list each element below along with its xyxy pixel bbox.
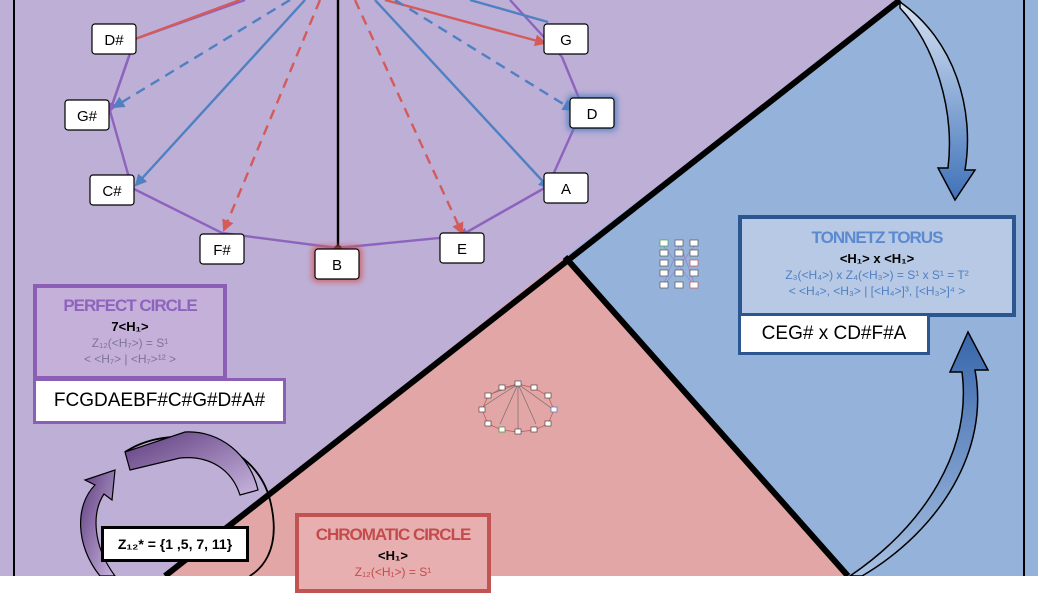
- note-d-sharp: D#: [91, 23, 137, 55]
- svg-text:C#: C#: [102, 183, 122, 200]
- tonnetz-sequence: CEG# x CD#F#A: [738, 313, 930, 355]
- svg-text:D#: D#: [104, 32, 124, 49]
- perfect-circle-title: PERFECT CIRCLE: [63, 296, 197, 315]
- chromatic-subtitle: <H₁>: [378, 548, 408, 563]
- note-c-sharp: C#: [89, 174, 135, 206]
- units-group-label: Z₁₂* = {1 ,5, 7, 11}: [101, 526, 249, 562]
- perfect-circle-formula-1: Z₁₂(<H₇>) = S¹: [91, 336, 169, 350]
- note-f-sharp: F#: [199, 233, 245, 265]
- perfect-circle-sequence: FCGDAEBF#C#G#D#A#: [33, 378, 286, 424]
- curved-arrow-down: [899, 0, 977, 202]
- tonnetz-title: TONNETZ TORUS: [811, 228, 944, 247]
- chromatic-title: CHROMATIC CIRCLE: [315, 525, 472, 544]
- chromatic-region: [165, 257, 848, 576]
- perfect-circle-subtitle: 7<H₁>: [111, 319, 149, 334]
- tonnetz-formula-1: Z₃(<H₄>) x Z₄(<H₃>) = S¹ x S¹ = T²: [785, 268, 969, 282]
- svg-text:E: E: [457, 241, 467, 258]
- perfect-circle-panel: PERFECT CIRCLE 7<H₁> Z₁₂(<H₇>) = S¹ < <H…: [33, 284, 227, 380]
- chromatic-formula-1: Z₁₂(<H₁>) = S¹: [354, 565, 432, 579]
- svg-text:G: G: [560, 32, 572, 49]
- svg-text:D: D: [587, 106, 598, 123]
- tonnetz-grid-thumbnail: [659, 239, 699, 289]
- tonnetz-panel: TONNETZ TORUS <H₁> x <H₁> Z₃(<H₄>) x Z₄(…: [738, 215, 1016, 317]
- curved-arrow-up: [848, 330, 990, 576]
- tonnetz-subtitle: <H₁> x <H₁>: [839, 251, 915, 266]
- note-d: D: [567, 95, 617, 131]
- svg-text:A: A: [561, 181, 571, 198]
- tonnetz-formula-2: < <H₄>, <H₃> | [<H₄>]³, [<H₃>]⁴ >: [788, 284, 966, 298]
- note-a: A: [543, 172, 589, 204]
- chromatic-panel: CHROMATIC CIRCLE <H₁> Z₁₂(<H₁>) = S¹: [295, 513, 491, 593]
- circular-arrow: [79, 431, 275, 576]
- divider-right: [562, 255, 851, 576]
- note-e: E: [439, 232, 485, 264]
- chromatic-circle-thumbnail: [478, 380, 558, 435]
- svg-text:B: B: [332, 257, 342, 274]
- perfect-circle-region: [0, 0, 900, 576]
- note-g-sharp: G#: [64, 99, 110, 131]
- divider-main: [163, 0, 902, 576]
- note-g: G: [543, 23, 589, 55]
- svg-text:F#: F#: [213, 242, 231, 259]
- svg-text:G#: G#: [77, 108, 98, 125]
- perfect-circle-formula-2: < <H₇> | <H₇>¹² >: [83, 352, 177, 366]
- note-b: B: [312, 246, 362, 282]
- diagram-canvas: D# G G# D C# A F# B E: [0, 0, 1038, 576]
